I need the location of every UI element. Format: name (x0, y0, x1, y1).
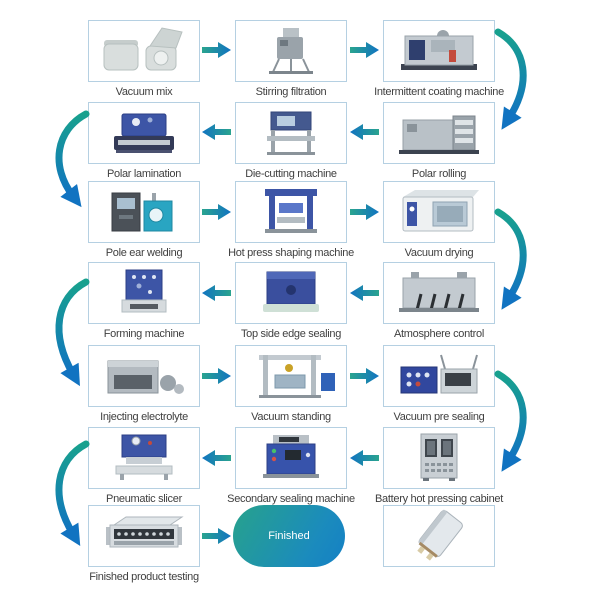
step-forming-machine: Forming machine (88, 262, 200, 340)
stirring-filtration-machine-image (269, 28, 313, 74)
step-label: Injecting electrolyte (100, 411, 188, 423)
step-hot-press-shaping: Hot press shaping machine (228, 181, 354, 259)
arrow-pole-ear-to-hot-press (202, 204, 231, 220)
arrow-battery-cabinet-to-secondary (350, 450, 379, 466)
step-atmosphere-control: Atmosphere control (383, 262, 495, 340)
arrow-vacuum-mix-to-stirring-filtration (202, 42, 231, 58)
arrow-hot-press-to-vacuum-drying (350, 204, 379, 220)
step-label: Secondary sealing machine (227, 493, 355, 505)
step-label: Pneumatic slicer (106, 493, 182, 505)
step-box (235, 102, 347, 164)
curve-intermittent-to-polar-rolling (494, 28, 527, 130)
step-vacuum-pre-sealing: Vacuum pre sealing (383, 345, 495, 423)
arrow-injecting-to-vacuum-standing (202, 368, 231, 384)
step-box (235, 262, 347, 324)
vacuum-pre-sealing-machine-image (400, 354, 478, 394)
arrow-testing-to-finished (202, 528, 231, 544)
step-box (383, 102, 495, 164)
polar-lamination-machine-image (114, 113, 174, 153)
arrow-polar-rolling-to-die-cutting (350, 124, 379, 140)
step-box (88, 181, 200, 243)
step-vacuum-drying: Vacuum drying (383, 181, 495, 259)
step-die-cutting: Die-cutting machine (235, 102, 347, 180)
step-label: Battery hot pressing cabinet (375, 493, 503, 505)
step-box (383, 20, 495, 82)
step-box (88, 505, 200, 567)
arrow-vacuum-standing-to-pre-sealing (350, 368, 379, 384)
step-battery-cell (383, 505, 495, 567)
step-vacuum-standing: Vacuum standing (235, 345, 347, 423)
step-label: Vacuum drying (404, 247, 474, 259)
step-box (88, 20, 200, 82)
step-box (88, 345, 200, 407)
step-finished-product-testing: Finished product testing (88, 505, 200, 583)
vacuum-drying-machine-image (402, 190, 479, 232)
step-label: Hot press shaping machine (228, 247, 354, 259)
step-label: Stirring filtration (255, 86, 327, 98)
battery-hot-pressing-cabinet-image (420, 433, 458, 481)
die-cutting-machine-image (267, 111, 315, 155)
step-battery-hot-pressing: Battery hot pressing cabinet (375, 427, 503, 505)
step-label: Top side edge sealing (240, 328, 342, 340)
arrow-top-side-to-forming (202, 285, 231, 301)
step-label: Pole ear welding (105, 247, 183, 259)
step-secondary-sealing: Secondary sealing machine (227, 427, 355, 505)
step-label: Vacuum pre sealing (393, 411, 485, 423)
step-label: Intermittent coating machine (374, 86, 504, 98)
step-box (383, 181, 495, 243)
step-label: Atmosphere control (394, 328, 484, 340)
arrow-die-cutting-to-polar-lamination (202, 124, 231, 140)
curve-pre-sealing-to-battery-cabinet (494, 370, 527, 472)
step-box (383, 505, 495, 567)
step-vacuum-mix: Vacuum mix (88, 20, 200, 98)
curve-polar-lamination-to-pole-ear (55, 110, 90, 208)
finished-pill: Finished (233, 505, 345, 567)
arrow-stirring-to-intermittent-coating (350, 42, 379, 58)
step-box (235, 20, 347, 82)
hot-press-shaping-machine-image (265, 189, 317, 233)
arrow-atmosphere-to-top-side (350, 285, 379, 301)
step-box (235, 427, 347, 489)
step-top-side-edge-sealing: Top side edge sealing (235, 262, 347, 340)
step-pole-ear-welding: Pole ear welding (88, 181, 200, 259)
battery-cell-image (417, 509, 463, 561)
step-label: Polar rolling (411, 168, 467, 180)
step-intermittent-coating: Intermittent coating machine (374, 20, 504, 98)
curve-vacuum-drying-to-atmosphere (494, 208, 527, 310)
step-injecting-electrolyte: Injecting electrolyte (88, 345, 200, 423)
polar-rolling-machine-image (399, 115, 479, 154)
step-stirring-filtration: Stirring filtration (235, 20, 347, 98)
step-box (88, 102, 200, 164)
intermittent-coating-machine-image (401, 30, 477, 70)
arrow-secondary-to-pneumatic (202, 450, 231, 466)
vacuum-standing-machine-image (259, 355, 335, 398)
curve-forming-to-injecting (55, 278, 90, 387)
step-box (383, 427, 495, 489)
step-box (383, 262, 495, 324)
secondary-sealing-machine-image (263, 435, 319, 478)
atmosphere-control-machine-image (399, 272, 479, 312)
top-side-edge-sealing-machine-image (263, 271, 319, 312)
forming-machine-image (121, 269, 167, 313)
step-box (235, 181, 347, 243)
step-box (88, 262, 200, 324)
finished-product-testing-machine-image (106, 516, 184, 548)
step-pneumatic-slicer: Pneumatic slicer (88, 427, 200, 505)
pneumatic-slicer-machine-image (115, 434, 173, 480)
step-box (383, 345, 495, 407)
pole-ear-welding-machine-image (111, 192, 173, 232)
step-box (235, 345, 347, 407)
step-label: Forming machine (103, 328, 185, 340)
step-label: Finished product testing (89, 571, 199, 583)
step-label: Vacuum mix (115, 86, 173, 98)
injecting-electrolyte-machine-image (107, 360, 184, 394)
step-polar-lamination: Polar lamination (88, 102, 200, 180)
step-box (88, 427, 200, 489)
vacuum-mix-machine-image (103, 27, 183, 71)
step-label: Die-cutting machine (245, 168, 337, 180)
step-label: Vacuum standing (251, 411, 331, 423)
step-polar-rolling: Polar rolling (383, 102, 495, 180)
step-label: Polar lamination (106, 168, 182, 180)
curve-pneumatic-to-testing (55, 440, 90, 546)
